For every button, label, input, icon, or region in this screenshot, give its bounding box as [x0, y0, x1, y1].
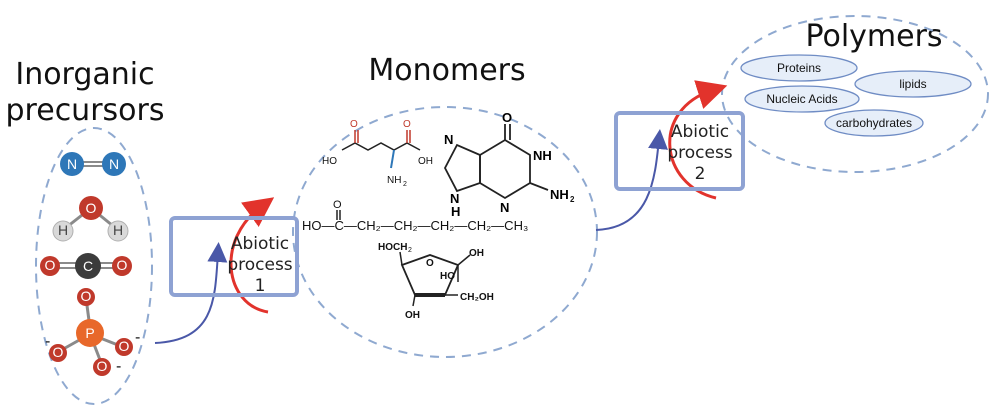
nitrogen-molecule: N N: [60, 152, 126, 176]
oxygen-atom: [40, 256, 60, 276]
process-label-line1: Abiotic: [231, 234, 289, 254]
abiotic-process-1: Abiotic process 1: [169, 216, 299, 297]
inorganic-group-ellipse: [35, 127, 153, 405]
atom-label: C: [83, 258, 93, 274]
carbon-atom: [75, 253, 101, 279]
atom-label: O: [45, 257, 56, 273]
amino-acid-structure: O O HO OH NH 2: [322, 119, 433, 188]
blue-arrow-2: [595, 129, 668, 231]
atom-label: O: [81, 288, 92, 304]
title-monomers: Monomers: [368, 53, 525, 88]
atom-label: P: [85, 325, 94, 341]
water-molecule: O H H: [52, 196, 129, 242]
amino-acid-nh2: NH: [387, 175, 401, 186]
nitrogen-atom: [102, 152, 126, 176]
sugar-hoch2: HOCH: [378, 242, 407, 253]
atom-label: O: [117, 257, 128, 273]
polymer-label: Proteins: [777, 61, 821, 75]
fatty-acid-oxygen: O: [333, 199, 342, 211]
guanine-oxygen: O: [502, 110, 512, 125]
amino-acid-oxygen: O: [403, 119, 411, 130]
sugar-ho: HO: [440, 271, 455, 282]
oxygen-atom: [93, 358, 111, 376]
amino-acid-oh: OH: [418, 156, 433, 167]
process-box: [614, 111, 745, 191]
polymer-label: Nucleic Acids: [766, 92, 837, 106]
process-box: [169, 216, 299, 297]
hydrogen-atom: [107, 220, 129, 242]
oxygen-atom: [49, 344, 67, 362]
polymer-carbohydrates: carbohydrates: [824, 109, 924, 137]
atom-label: O: [86, 200, 97, 216]
polymer-proteins: Proteins: [740, 54, 858, 82]
sugar-ch2oh: CH₂OH: [460, 292, 494, 303]
title-inorganic-line2: precursors: [6, 93, 165, 128]
guanine-nh: NH: [533, 148, 552, 163]
subscript: 2: [408, 247, 412, 254]
process-label-line1: Abiotic: [671, 122, 729, 142]
sugar-ring-oxygen: O: [426, 258, 434, 269]
amino-acid-oxygen: O: [350, 119, 358, 130]
guanine-structure: O NH N N N H NH 2: [443, 110, 575, 219]
process-label-line3: 1: [255, 276, 266, 296]
guanine-hydrogen: H: [451, 204, 460, 219]
oxygen-atom: [77, 288, 95, 306]
abiotic-process-2: Abiotic process 2: [614, 111, 745, 191]
charge-minus: -: [116, 358, 121, 375]
oxygen-atom: [112, 256, 132, 276]
blue-arrow-1: [154, 242, 228, 344]
polymer-label: lipids: [899, 77, 926, 91]
atom-label: O: [53, 344, 64, 360]
process-label-line2: process: [667, 143, 732, 163]
sugar-oh: OH: [469, 248, 484, 259]
atom-label: N: [67, 156, 77, 172]
oxygen-atom: [115, 338, 133, 356]
guanine-nh2: NH: [550, 187, 569, 202]
charge-minus: -: [135, 329, 140, 346]
oxygen-atom: [79, 196, 103, 220]
atom-label: H: [113, 222, 123, 238]
process-label-line3: 2: [695, 164, 706, 184]
charge-minus: -: [45, 333, 50, 350]
title-inorganic-line1: Inorganic: [15, 57, 154, 92]
amino-acid-ho: HO: [322, 156, 337, 167]
guanine-nitrogen: N: [444, 132, 453, 147]
atom-label: O: [97, 358, 108, 374]
polymer-label: carbohydrates: [836, 116, 912, 130]
atom-label: H: [58, 222, 68, 238]
fatty-acid-chain: HO—C—CH₂—CH₂—CH₂—CH₂—CH₃: [302, 218, 528, 233]
sugar-structure: HOCH 2 O OH HO CH₂OH OH: [378, 242, 494, 321]
monomers-group-ellipse: [292, 106, 598, 358]
carbon-dioxide-molecule: O C O: [40, 253, 132, 279]
polymer-lipids: lipids: [854, 70, 972, 98]
phosphorus-atom: [76, 319, 104, 347]
sugar-oh: OH: [405, 310, 420, 321]
guanine-nitrogen: N: [450, 191, 459, 206]
atom-label: O: [119, 338, 130, 354]
polymer-nucleic-acids: Nucleic Acids: [744, 85, 860, 113]
guanine-nitrogen: N: [500, 200, 509, 215]
nitrogen-atom: [60, 152, 84, 176]
phosphate-molecule: P O O O O - - -: [45, 288, 140, 376]
fatty-acid-structure: O HO—C—CH₂—CH₂—CH₂—CH₂—CH₃: [302, 199, 528, 233]
subscript: 2: [570, 195, 575, 204]
title-polymers: Polymers: [805, 19, 942, 54]
atom-label: N: [109, 156, 119, 172]
process-label-line2: process: [227, 255, 292, 275]
subscript: 2: [403, 181, 407, 188]
hydrogen-atom: [52, 220, 74, 242]
